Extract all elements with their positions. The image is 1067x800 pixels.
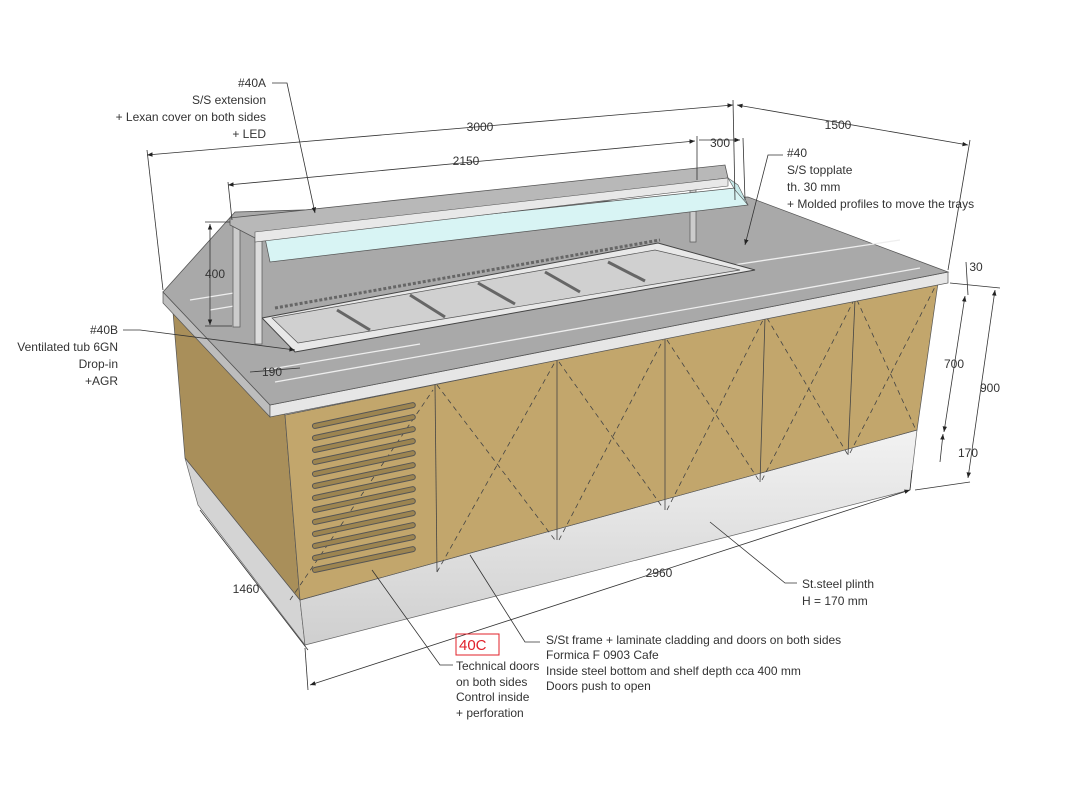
callout-40c: 40C Technical doors on both sides Contro… xyxy=(455,633,539,720)
tag-box xyxy=(455,633,500,656)
dim-2960: 2960 xyxy=(646,566,673,580)
callout-40b-line: +AGR xyxy=(85,374,118,388)
callout-cladding-line: Doors push to open xyxy=(546,679,651,693)
callout-40b-line: #40B xyxy=(90,323,118,337)
callout-40c-line: Control inside xyxy=(456,690,530,704)
callout-40b-line: Drop-in xyxy=(79,357,118,371)
ventilated-tub xyxy=(260,238,756,353)
dim-3000: 3000 xyxy=(467,120,494,134)
dim-900: 900 xyxy=(980,381,1000,395)
callout-plinth: St.steel plinth H = 170 mm xyxy=(802,577,874,608)
callout-40: #40 S/S topplate th. 30 mm + Molded prof… xyxy=(787,146,974,211)
callout-cladding-line: Inside steel bottom and shelf depth cca … xyxy=(546,664,801,678)
callout-40-line: #40 xyxy=(787,146,807,160)
callout-40b: #40B Ventilated tub 6GN Drop-in +AGR xyxy=(17,323,118,388)
callout-cladding-line: Formica F 0903 Cafe xyxy=(546,648,659,662)
dim-700: 700 xyxy=(944,357,964,371)
dim-190: 190 xyxy=(262,365,282,379)
dim-300: 300 xyxy=(710,136,730,150)
callout-cladding-line: S/St frame + laminate cladding and doors… xyxy=(546,633,841,647)
callout-40c-line: Technical doors xyxy=(456,659,539,673)
callout-40a-line: #40A xyxy=(238,76,266,90)
callout-40a-line: + LED xyxy=(232,127,266,141)
callout-40c-line: on both sides xyxy=(456,675,527,689)
callout-plinth-line: H = 170 mm xyxy=(802,594,868,608)
callout-cladding: S/St frame + laminate cladding and doors… xyxy=(546,633,841,693)
dim-1500: 1500 xyxy=(825,118,852,132)
callout-40-line: th. 30 mm xyxy=(787,180,840,194)
callout-40c-line: + perforation xyxy=(456,706,524,720)
callout-40a-line: S/S extension xyxy=(192,93,266,107)
dim-1460: 1460 xyxy=(233,582,260,596)
dim-30: 30 xyxy=(969,260,983,274)
dim-400: 400 xyxy=(205,267,225,281)
dim-2150: 2150 xyxy=(453,154,480,168)
dimension-lines xyxy=(146,99,1001,691)
leader-lines xyxy=(123,82,797,666)
dim-170: 170 xyxy=(958,446,978,460)
callout-40a-line: + Lexan cover on both sides xyxy=(116,110,266,124)
tag-40c: 40C xyxy=(459,637,487,654)
callout-40-line: + Molded profiles to move the trays xyxy=(787,197,974,211)
callout-40a: #40A S/S extension + Lexan cover on both… xyxy=(116,76,267,141)
callout-plinth-line: St.steel plinth xyxy=(802,577,874,591)
callout-40b-line: Ventilated tub 6GN xyxy=(17,340,118,354)
callout-40-line: S/S topplate xyxy=(787,163,853,177)
dimension-labels: 3000 2150 300 1500 400 190 30 700 900 17… xyxy=(205,118,1000,596)
